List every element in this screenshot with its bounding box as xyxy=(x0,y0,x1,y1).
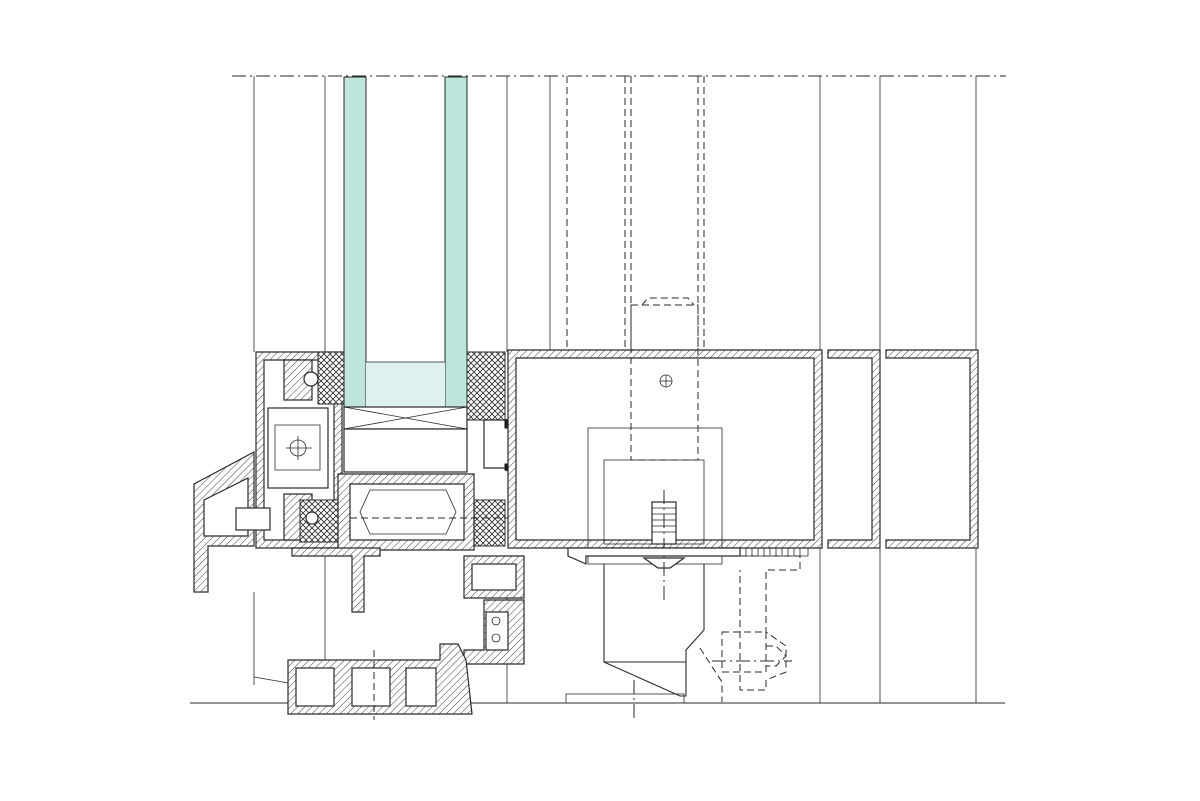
glass-spacer-block xyxy=(343,406,468,473)
c-channel-left xyxy=(827,349,881,549)
steel-hollow-section xyxy=(507,349,823,549)
sash-frame-profile xyxy=(255,351,343,549)
fixing-bolt xyxy=(642,490,686,600)
frame-chamber-profile xyxy=(337,473,545,551)
support-bracket xyxy=(565,547,809,720)
lower-frame-fin xyxy=(291,547,525,665)
gasket-right xyxy=(466,351,506,547)
glass-pane-left xyxy=(343,76,367,408)
gasket-left xyxy=(299,351,345,543)
glass-edge-zone xyxy=(366,361,445,407)
exterior-drip-profile xyxy=(193,451,301,686)
c-channel-right xyxy=(885,349,979,549)
glass-pane-right xyxy=(444,76,468,408)
sill-chamber-profile xyxy=(287,643,473,720)
